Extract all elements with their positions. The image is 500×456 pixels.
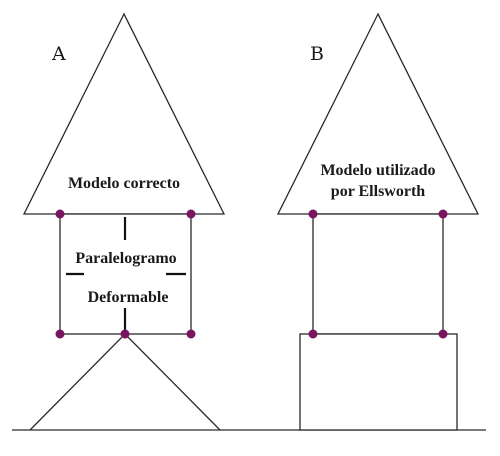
diagram-a-support-triangle: [29, 333, 221, 431]
diagram-a-box-label-line1: Paralelogramo: [75, 250, 176, 267]
diagram-a-joint-bottom-right: [186, 329, 196, 339]
diagram-b-base-block: [299, 333, 458, 431]
diagram-a-joint-top-left: [55, 209, 65, 219]
diagram-a-joint-bottom-left: [55, 329, 65, 339]
diagram-b-joint-bottom-right: [438, 329, 448, 339]
diagram-a-box-label-line2: Deformable: [88, 289, 169, 306]
diagram-a: A Modelo correcto Paralelogramo Deformab…: [22, 12, 226, 431]
diagram-a-joint-bottom-middle: [120, 329, 130, 339]
diagram-b-joint-top-left: [308, 209, 318, 219]
diagram-b-letter: B: [310, 43, 324, 65]
diagram-b-roof-label-line2: por Ellsworth: [331, 183, 425, 200]
diagram-b-joint-bottom-left: [308, 329, 318, 339]
diagram-a-letter: A: [51, 43, 66, 65]
diagram-b-upper-frame: [312, 213, 444, 335]
diagram-b-joint-top-right: [438, 209, 448, 219]
diagram-b-roof-label-line1: Modelo utilizado: [320, 162, 435, 179]
diagram-a-joint-top-right: [186, 209, 196, 219]
diagram-b: B Modelo utilizado por Ellsworth: [276, 12, 480, 431]
diagram-a-roof-label: Modelo correcto: [68, 175, 180, 192]
